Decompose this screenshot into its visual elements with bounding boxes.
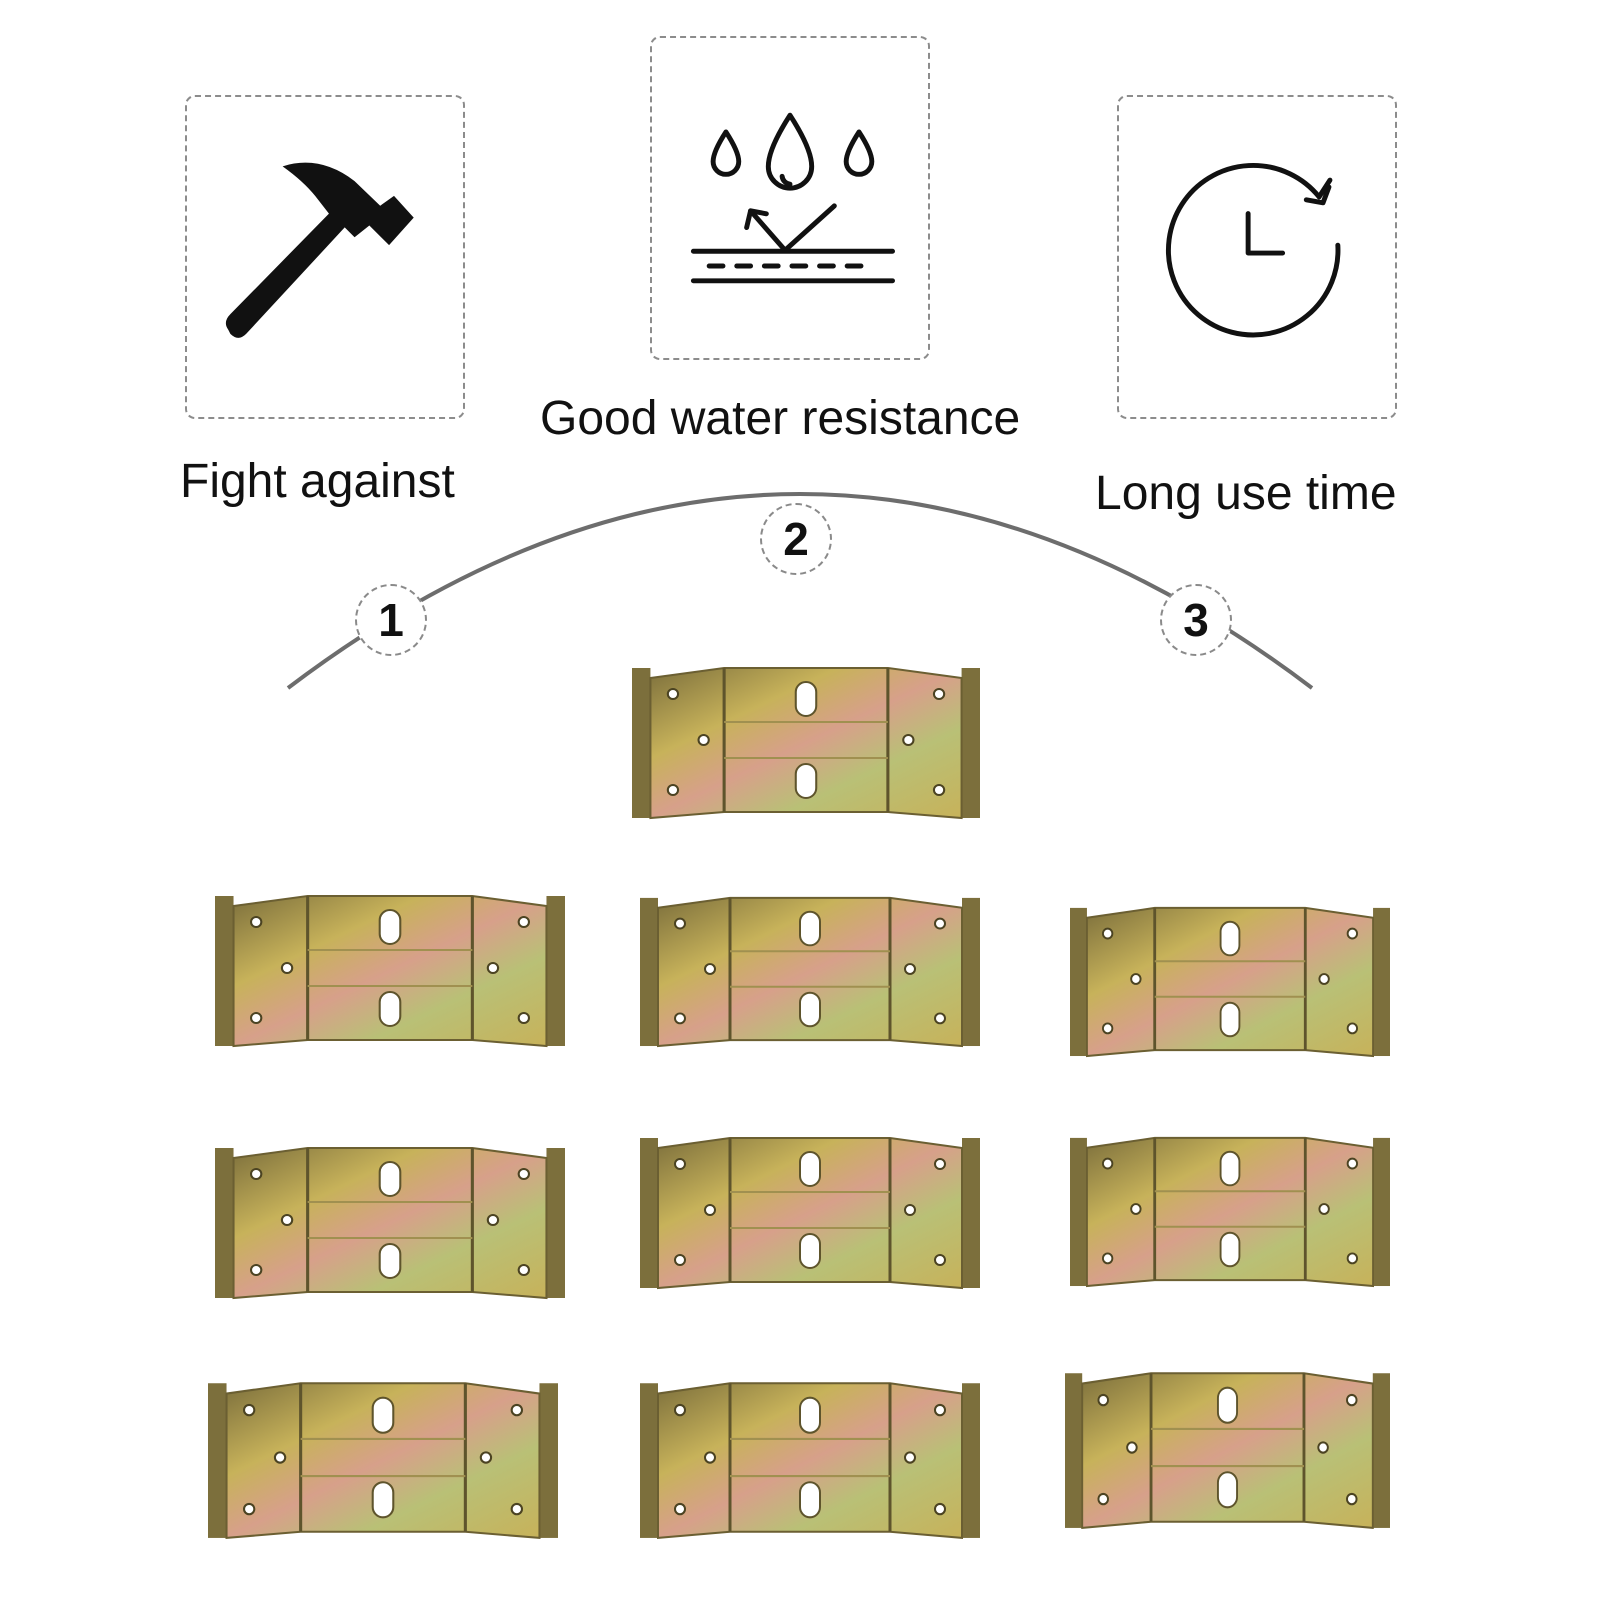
bracket-photo: [1070, 900, 1390, 1058]
feature-card-fight-against: [185, 95, 465, 419]
bracket-photo: [640, 1375, 980, 1540]
hammer-icon: [225, 162, 414, 338]
feature-card-water-resistance: [650, 36, 930, 360]
bracket-photo: [640, 890, 980, 1048]
step-badge-3: 3: [1160, 584, 1232, 656]
water-resistance-icon: [690, 112, 895, 284]
bracket-photo: [632, 660, 980, 820]
bracket-photo: [215, 888, 565, 1048]
feature-label-water-resistance: Good water resistance: [540, 392, 1021, 445]
feature-label-long-use-time: Long use time: [1095, 467, 1397, 520]
bracket-photo: [1070, 1130, 1390, 1288]
bracket-photo: [640, 1130, 980, 1290]
bracket-photo: [208, 1375, 558, 1540]
bracket-photo: [1065, 1365, 1390, 1530]
feature-label-fight-against: Fight against: [180, 455, 455, 508]
step-badge-1: 1: [355, 584, 427, 656]
bracket-photo: [215, 1140, 565, 1300]
step-badge-2: 2: [760, 503, 832, 575]
feature-card-long-use-time: [1117, 95, 1397, 419]
clock-icon: [1166, 162, 1341, 338]
